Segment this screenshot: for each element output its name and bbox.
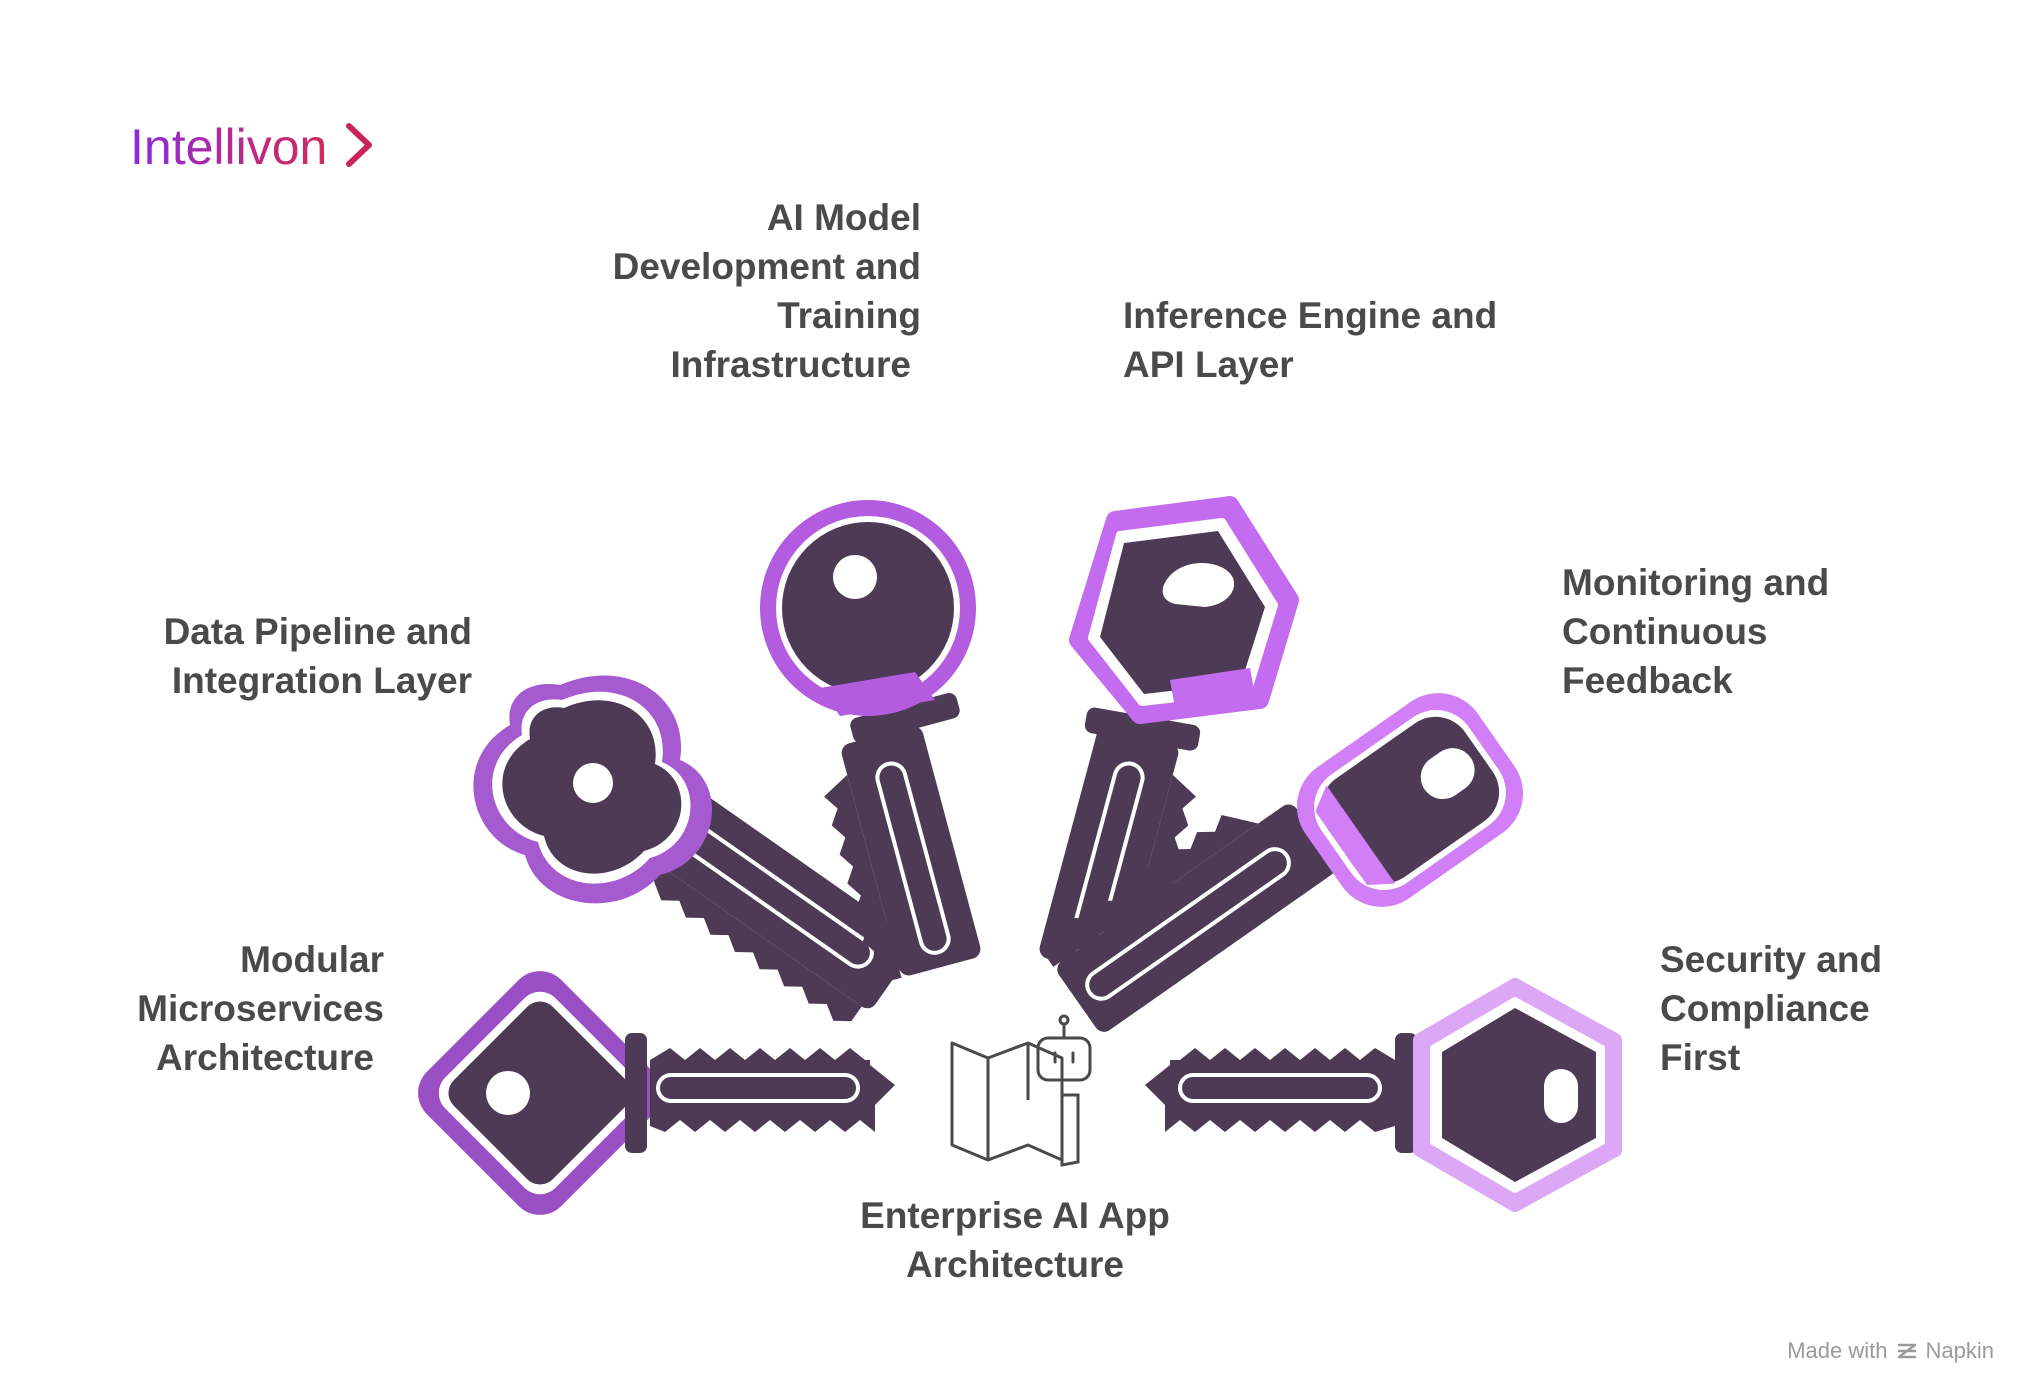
label-monitoring-feedback: Monitoring and Continuous Feedback — [1562, 562, 1830, 701]
map-icon — [950, 1041, 1064, 1162]
chevron-right-icon — [346, 123, 373, 167]
key-hole — [1162, 562, 1235, 607]
center-title: Enterprise AI App Architecture — [860, 1195, 1170, 1285]
key-hole — [486, 1071, 530, 1115]
key-hole — [1544, 1069, 1578, 1123]
label-data-pipeline: Data Pipeline and Integration Layer — [163, 611, 472, 701]
label-inference-engine: Inference Engine and API Layer — [1123, 295, 1498, 385]
key-data-pipeline — [473, 675, 915, 1022]
napkin-brand-text: Napkin — [1925, 1338, 1994, 1363]
label-security-compliance: Security and Compliance First — [1660, 939, 1883, 1078]
brand-logo: Intellivon — [130, 118, 375, 176]
made-with-footer: Made with Napkin — [1787, 1338, 1994, 1364]
key-hole — [833, 555, 877, 599]
logo-text: Intellivon — [130, 119, 328, 175]
label-ai-model-development: AI Model Development and Training Infras… — [612, 197, 921, 385]
napkin-logo-icon — [1897, 1343, 1916, 1359]
robot-icon — [1036, 1014, 1092, 1167]
key-hole — [573, 763, 613, 803]
key-ai-model-development — [760, 500, 981, 983]
key-security-compliance — [1145, 978, 1622, 1212]
key-inference-engine — [1039, 496, 1299, 983]
label-modular-microservices: Modular Microservices Architecture — [137, 939, 384, 1078]
key-monitoring-feedback — [1043, 693, 1524, 1032]
made-with-text: Made with — [1787, 1338, 1888, 1363]
key-modular-microservices — [418, 971, 895, 1215]
key-hole — [1420, 748, 1475, 800]
